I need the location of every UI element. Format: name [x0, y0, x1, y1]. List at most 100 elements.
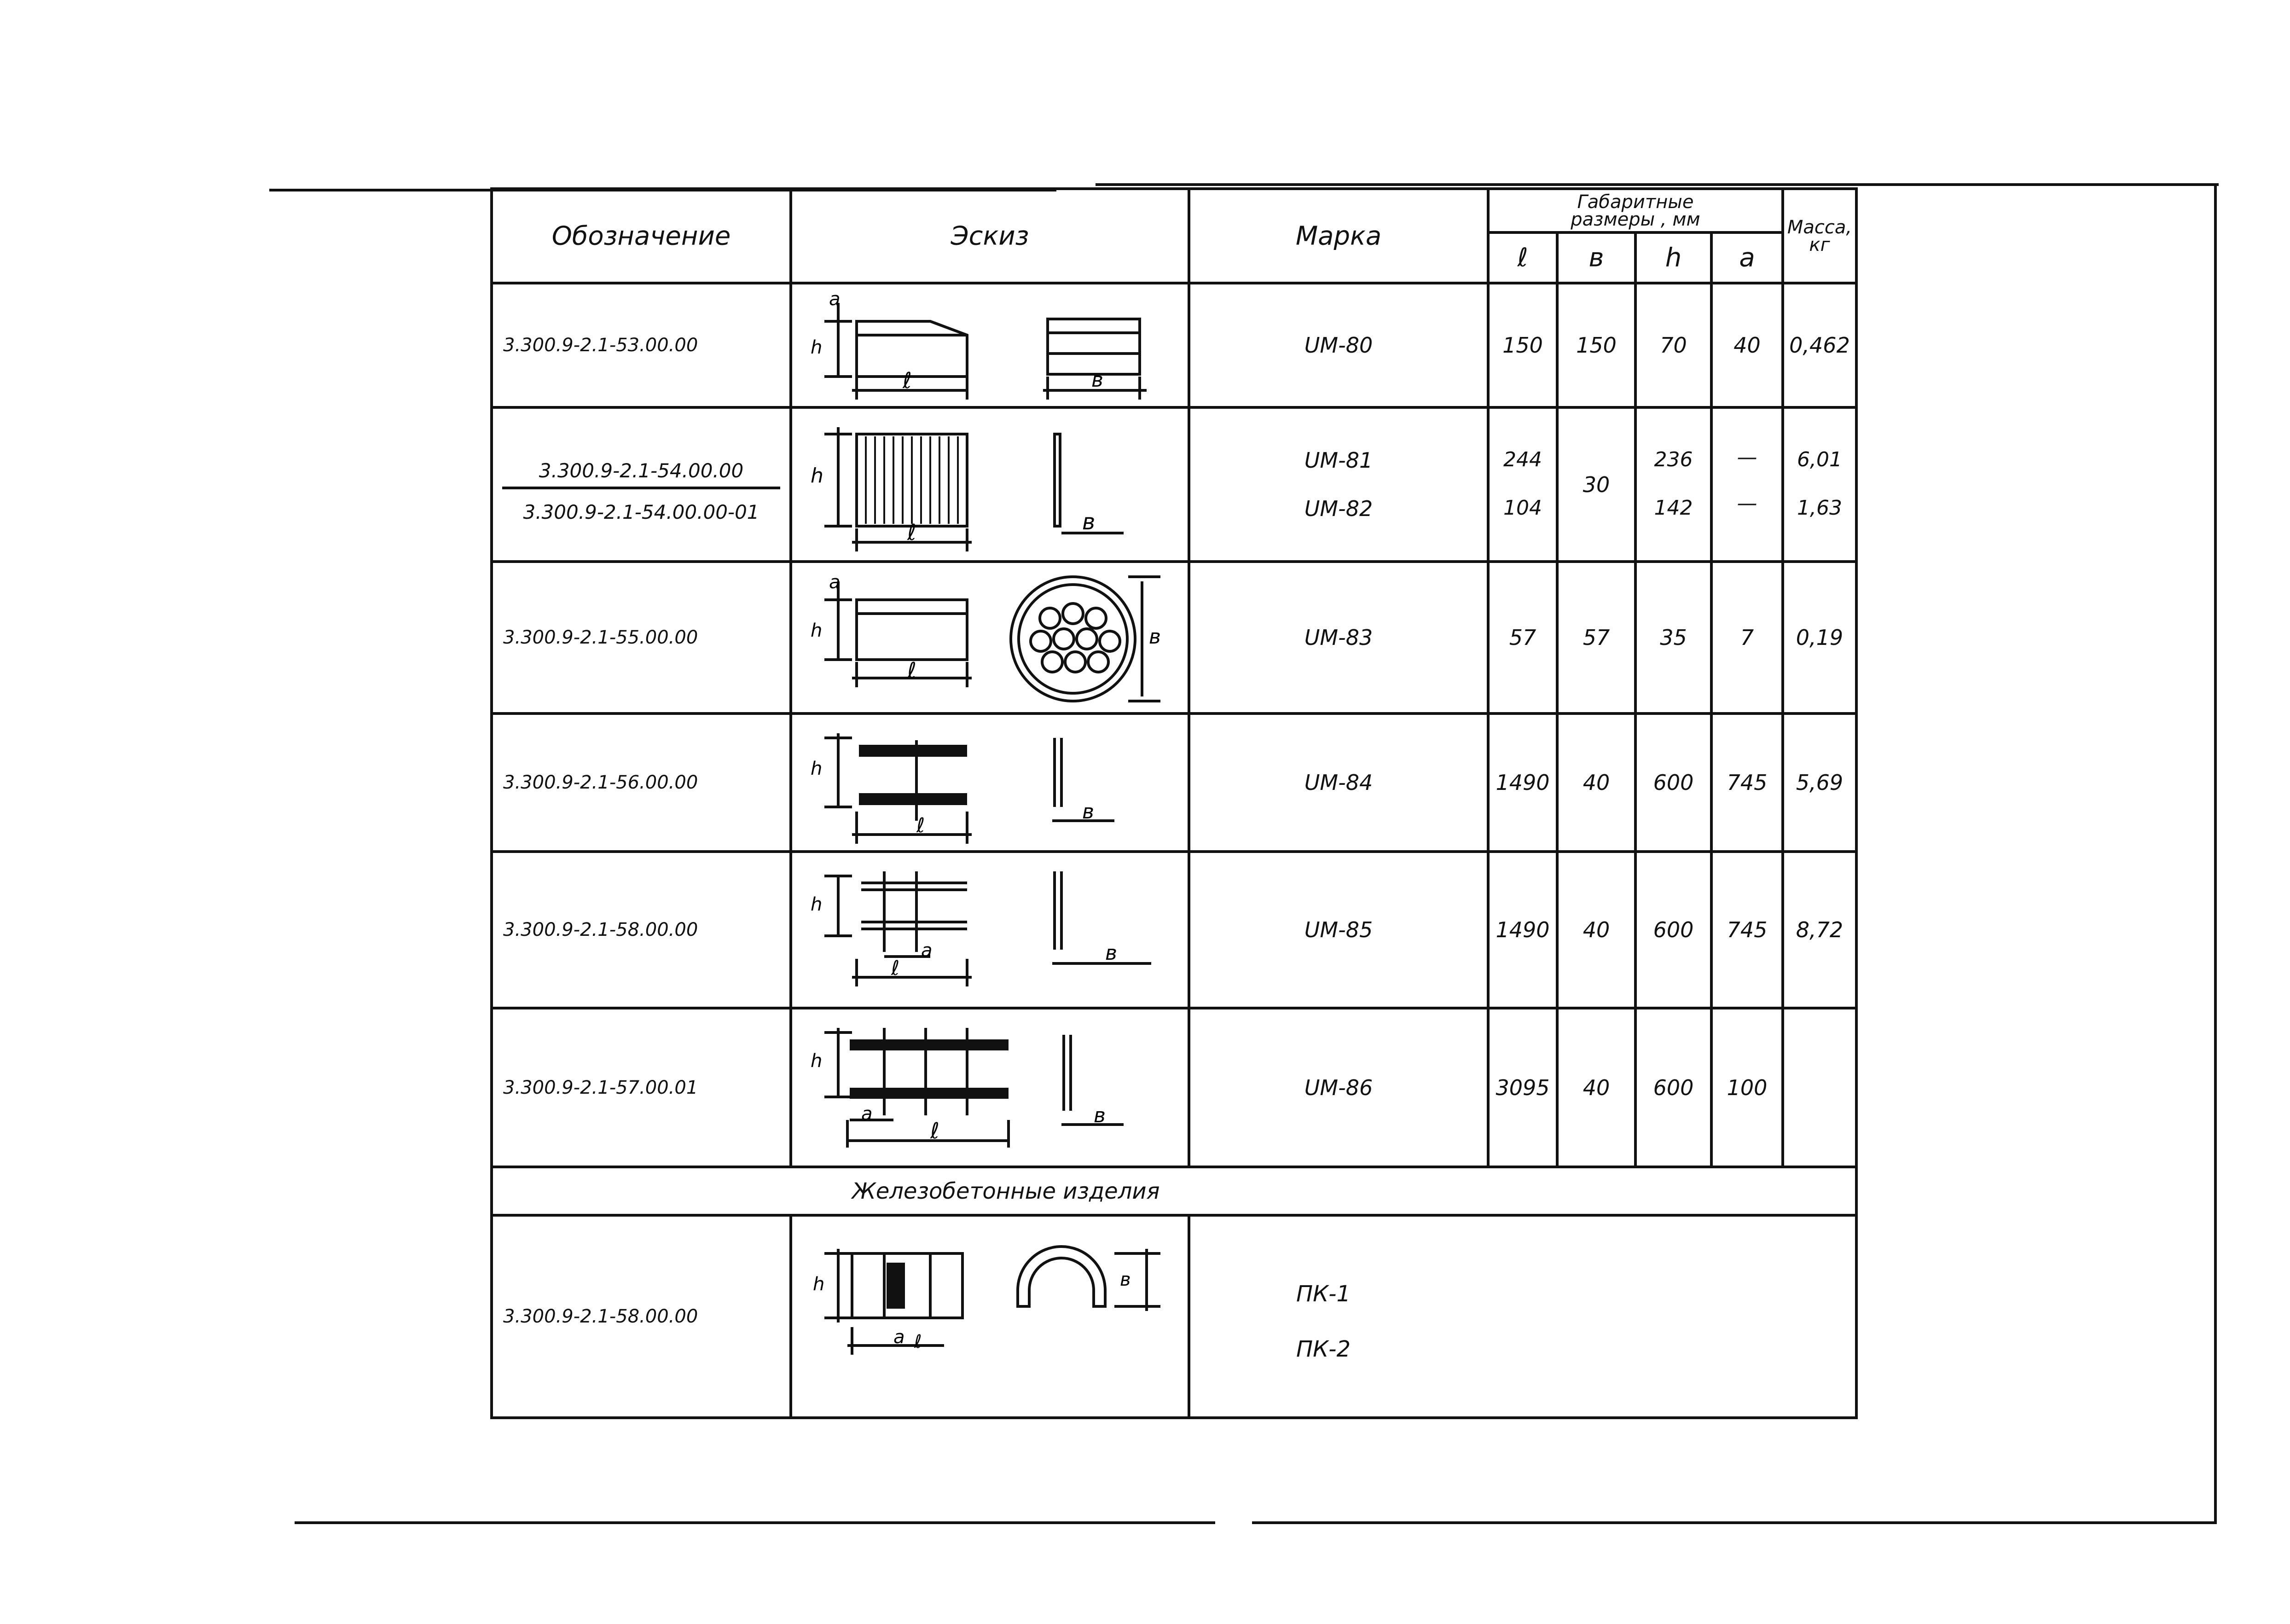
mark-cell: UM-83	[1188, 560, 1490, 715]
table-row: 3.300.9-2.1-57.00.01 ℓ a в h UM-86	[490, 1007, 1858, 1168]
sketch-label-a: a	[921, 940, 933, 961]
sketch-cell: ℓ в h a	[789, 560, 1190, 715]
sketch-label-a: a	[829, 572, 841, 593]
table-row: 3.300.9-2.1-58.00.00 ℓ a в h UM-85	[490, 850, 1858, 1009]
h-cell: 236 142	[1634, 406, 1713, 563]
b-cell: 40	[1556, 850, 1637, 1009]
sketch-cell: ℓ a в h	[789, 1007, 1190, 1168]
table-row: 3.300.9-2.1-53.00.00 ℓ в h a UM-80 150	[490, 282, 1858, 409]
sketch-label-a: a	[861, 1103, 873, 1125]
b-cell: 40	[1556, 712, 1637, 853]
sketch-label-h: h	[813, 1274, 824, 1295]
h-cell: 35	[1634, 560, 1713, 715]
a-cell: — —	[1710, 406, 1784, 563]
mass-cell: 0,19	[1781, 560, 1858, 715]
header-col-l: ℓ	[1487, 231, 1559, 284]
sketch-label-h: h	[811, 464, 823, 487]
mass-cell: 6,01 1,63	[1781, 406, 1858, 563]
a-cell: 100	[1710, 1007, 1784, 1168]
l-cell: 1490	[1487, 850, 1559, 1009]
h-cell: 600	[1634, 1007, 1713, 1168]
sketch-label-b: в	[1149, 625, 1161, 649]
mark-cell: UM-84	[1188, 712, 1490, 853]
l-cell: 244 104	[1487, 406, 1559, 563]
header-mass: Масса,кг	[1781, 187, 1858, 284]
mass-cell	[1781, 1007, 1858, 1168]
b-cell: 150	[1556, 282, 1637, 409]
h-cell: 600	[1634, 712, 1713, 853]
header-sketch: Эскиз	[789, 187, 1190, 284]
sketch-label-l: ℓ	[902, 368, 912, 394]
sketch-label-b: в	[1091, 368, 1103, 392]
sketch-pk: a ℓ в h	[813, 1245, 1160, 1355]
sketch-label-b: в	[1082, 800, 1094, 824]
sketch-cell: ℓ в h	[789, 406, 1190, 563]
sketch-label-l: ℓ	[930, 1118, 939, 1144]
header-col-b: в	[1556, 231, 1637, 284]
header-mark: Марка	[1188, 187, 1490, 284]
frame-top-right-line	[1096, 183, 2219, 186]
frame-right-line	[2214, 183, 2217, 1524]
b-cell: 30	[1556, 406, 1637, 563]
sketch-um85: ℓ a в h	[811, 871, 1151, 986]
sketch-cell: a ℓ в h	[789, 1214, 1190, 1419]
rc-mark-cell: ПК-1 ПК-2	[1188, 1214, 1858, 1419]
b-cell: 57	[1556, 560, 1637, 715]
designation-cell: 3.300.9-2.1-56.00.00	[490, 712, 792, 853]
l-cell: 3095	[1487, 1007, 1559, 1168]
sketch-label-l: ℓ	[907, 658, 916, 684]
mark-cell: UM-86	[1188, 1007, 1490, 1168]
sketch-label-a: a	[893, 1327, 905, 1348]
sketch-label-h: h	[811, 620, 822, 641]
l-cell: 1490	[1487, 712, 1559, 853]
h-cell: 70	[1634, 282, 1713, 409]
designation-cell: 3.300.9-2.1-58.00.00	[490, 1214, 792, 1419]
frame-bottom-right-line	[1252, 1521, 2217, 1524]
table-row: 3.300.9-2.1-55.00.00 ℓ в h a	[490, 560, 1858, 715]
sketch-label-l: ℓ	[907, 520, 916, 545]
table-row: 3.300.9-2.1-58.00.00 a ℓ в h ПК-1	[490, 1214, 1858, 1419]
header-col-h: h	[1634, 231, 1713, 284]
table-row: 3.300.9-2.1-56.00.00 ℓ в h UM-84 1490 40…	[490, 712, 1858, 853]
sketch-label-h: h	[811, 1050, 822, 1072]
mass-cell: 5,69	[1781, 712, 1858, 853]
sketch-cell: ℓ a в h	[789, 850, 1190, 1009]
sketch-um86: ℓ a в h	[811, 1028, 1124, 1148]
h-cell: 600	[1634, 850, 1713, 1009]
sketch-um84: ℓ в h	[811, 733, 1114, 844]
header-col-a: a	[1710, 231, 1784, 284]
sketch-label-b: в	[1120, 1269, 1131, 1290]
section-title: Железобетонные изделия	[490, 1166, 1858, 1217]
sketch-cell: ℓ в h	[789, 712, 1190, 853]
a-cell: 745	[1710, 850, 1784, 1009]
sketch-label-l: ℓ	[914, 1331, 922, 1352]
sketch-label-l: ℓ	[891, 957, 899, 980]
header-designation: Обозначение	[490, 187, 792, 284]
b-cell: 40	[1556, 1007, 1637, 1168]
sketch-label-b: в	[1105, 941, 1117, 965]
mark-cell: UM-85	[1188, 850, 1490, 1009]
sketch-um81: ℓ в h	[811, 427, 1124, 551]
a-cell: 7	[1710, 560, 1784, 715]
designation-cell: 3.300.9-2.1-55.00.00	[490, 560, 792, 715]
mark-cell: UM-81 UM-82	[1188, 406, 1490, 563]
sketch-label-h: h	[811, 337, 822, 358]
l-cell: 57	[1487, 560, 1559, 715]
sketch-um80: ℓ в h a	[811, 289, 1147, 400]
mark-cell: UM-80	[1188, 282, 1490, 409]
sketch-label-l: ℓ	[916, 814, 925, 837]
mass-cell: 8,72	[1781, 850, 1858, 1009]
sketch-label-h: h	[811, 894, 822, 915]
frame-bottom-left-line	[295, 1521, 1215, 1524]
a-cell: 745	[1710, 712, 1784, 853]
sketch-um83: ℓ в h a	[811, 572, 1161, 702]
designation-cell: 3.300.9-2.1-57.00.01	[490, 1007, 792, 1168]
a-cell: 40	[1710, 282, 1784, 409]
sketch-label-a: a	[829, 289, 841, 310]
section-row: Железобетонные изделия	[490, 1166, 1858, 1217]
table-row: 3.300.9-2.1-54.00.00 3.300.9-2.1-54.00.0…	[490, 406, 1858, 563]
l-cell: 150	[1487, 282, 1559, 409]
designation-cell: 3.300.9-2.1-58.00.00	[490, 850, 792, 1009]
